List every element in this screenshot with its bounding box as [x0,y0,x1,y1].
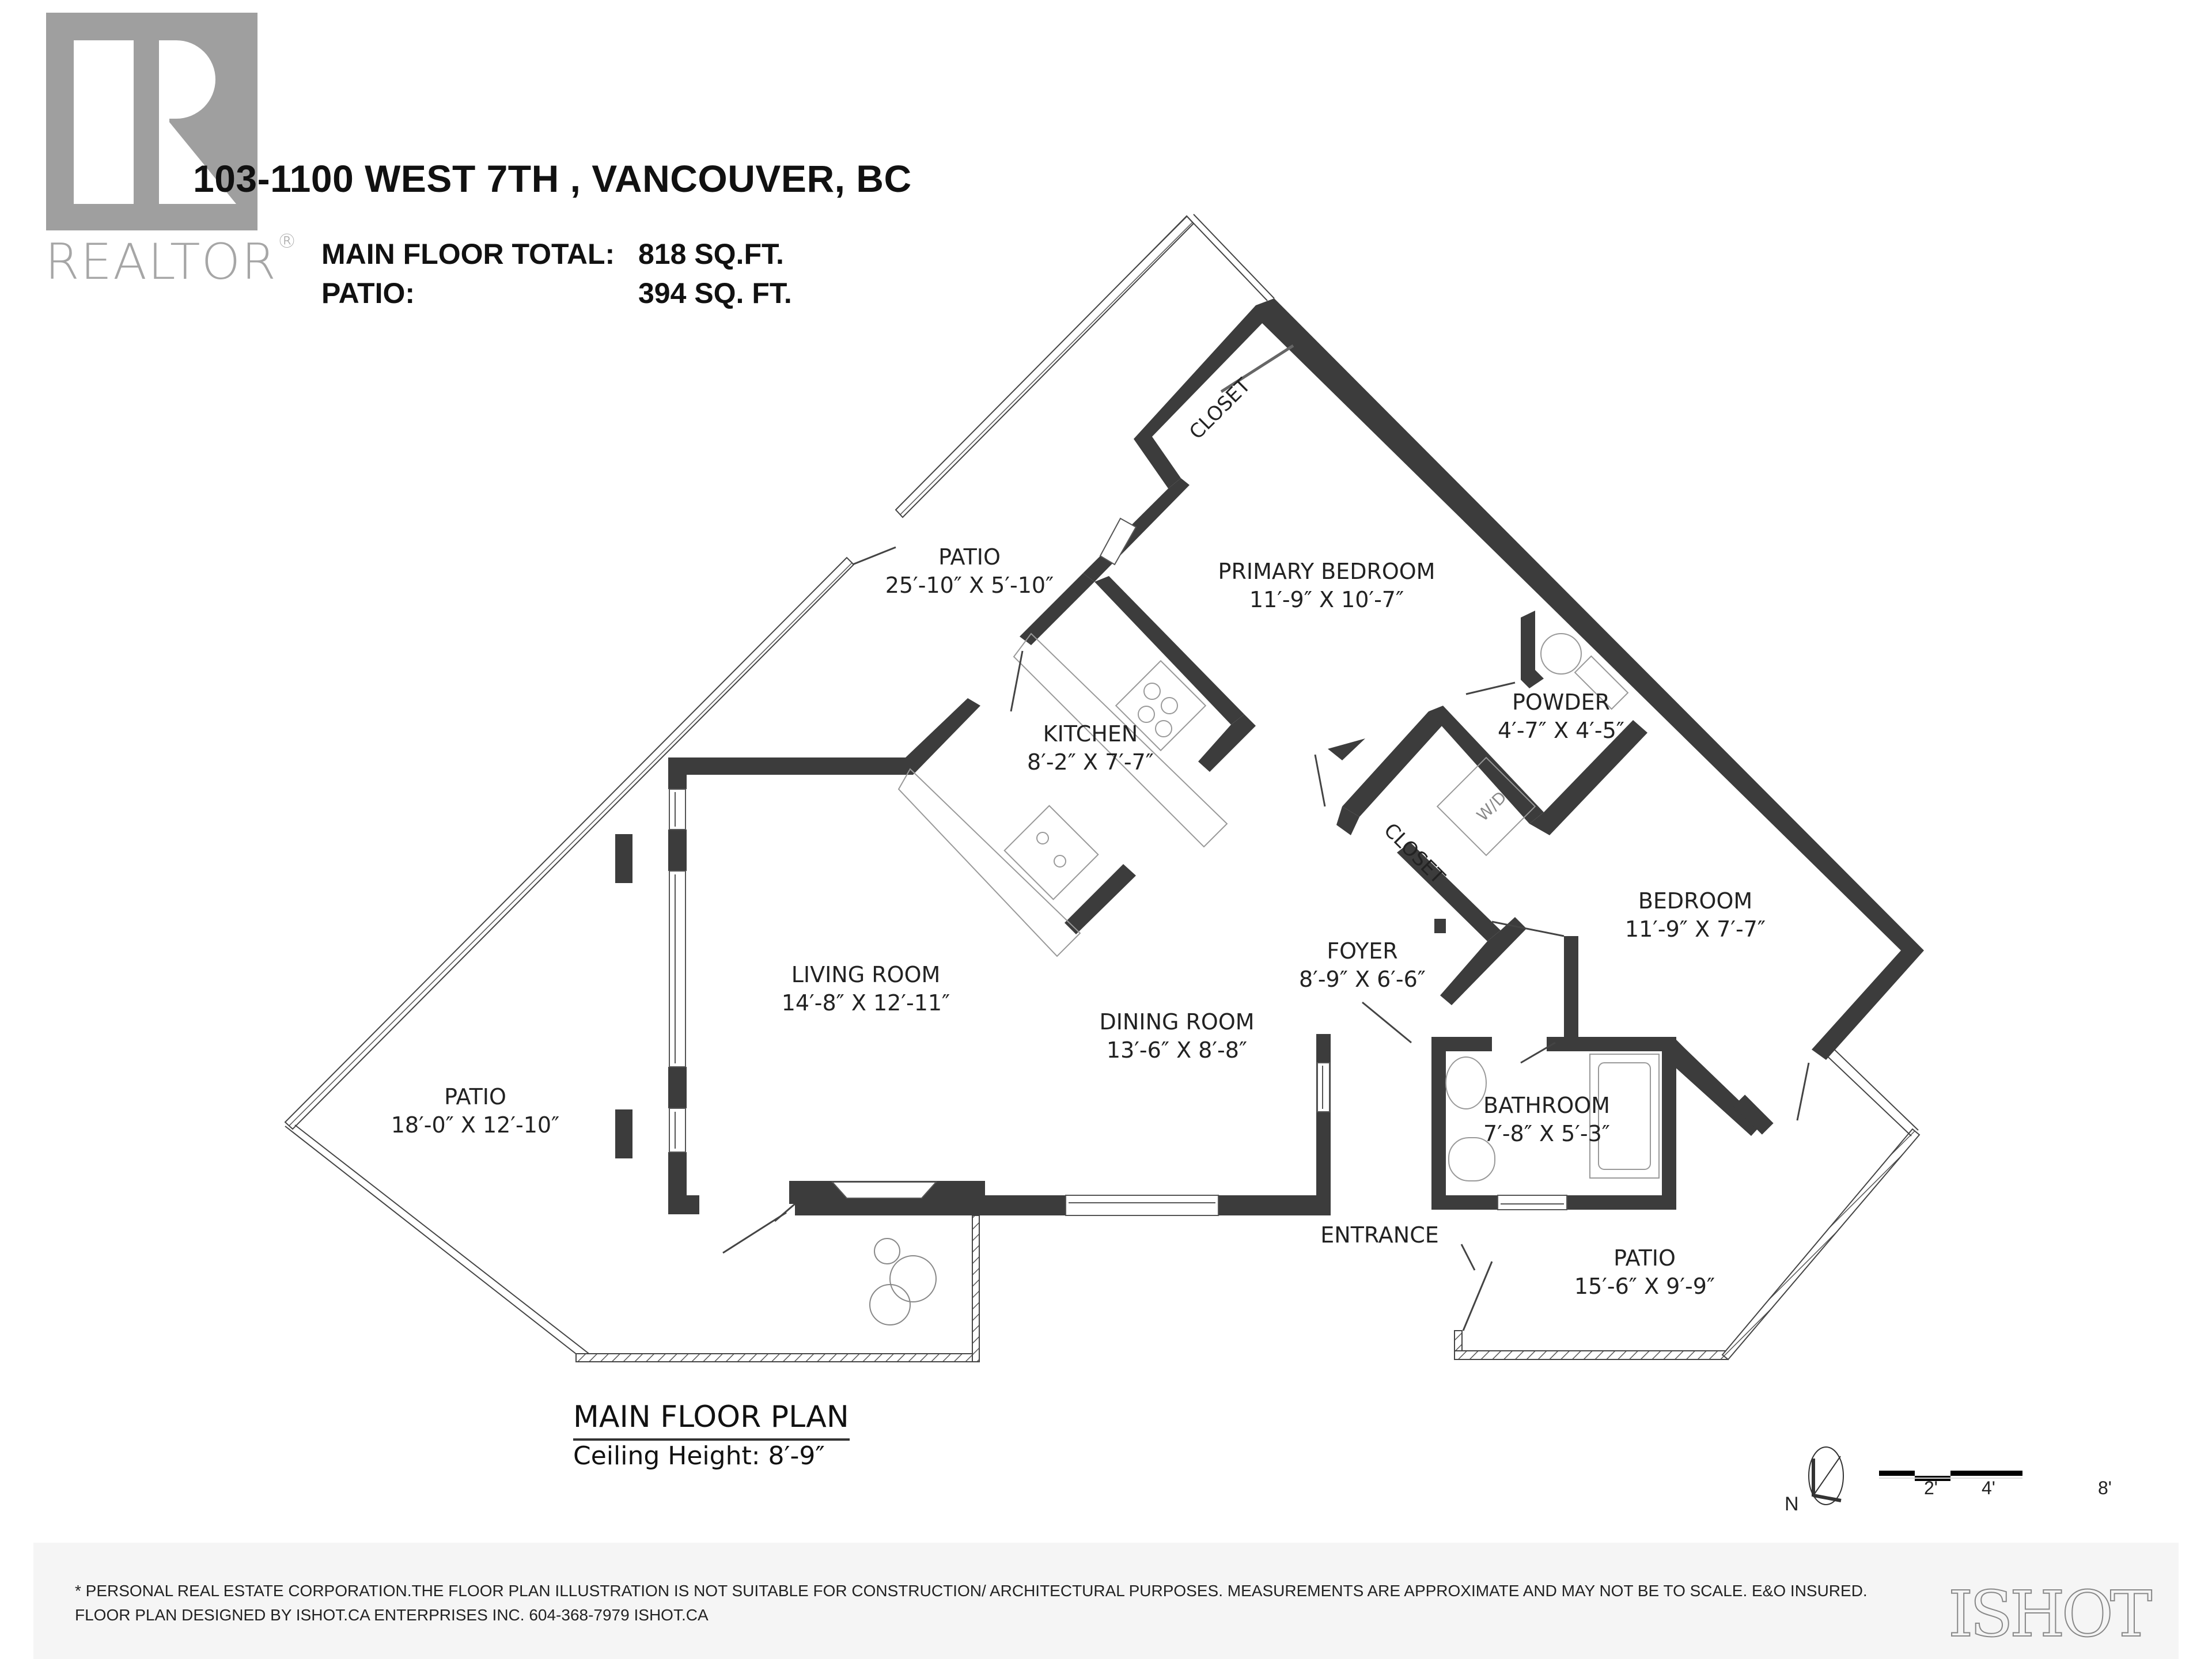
plan-title: MAIN FLOOR PLAN [573,1400,849,1434]
summary-label: PATIO: [321,277,415,309]
room-label-bathroom: BATHROOM 7′-8″ X 5′-3″ [1483,1093,1610,1147]
summary-value: 394 SQ. FT. [638,277,792,309]
fixtures [897,344,1660,1181]
room-label-dining-room: DINING ROOM 13′-6″ X 8′-8″ [1099,1009,1255,1063]
room-label-foyer: FOYER 8′-9″ X 6′-6″ [1299,938,1426,993]
summary-value: 818 SQ.FT. [638,238,784,270]
windows [669,517,1567,1216]
room-label-patio-left: PATIO 18′-0″ X 12′-10″ [391,1084,560,1138]
footer-disclaimer: * PERSONAL REAL ESTATE CORPORATION.THE F… [75,1582,1868,1600]
scale-tick-2ft: 2' [1924,1478,1938,1498]
scale-tick-4ft: 4' [1982,1478,1995,1498]
fireplace [831,1181,938,1199]
room-label-patio-right: PATIO 15′-6″ X 9′-9″ [1574,1245,1715,1300]
room-label-kitchen: KITCHEN 8′-2″ X 7′-7″ [1027,721,1154,775]
realtor-brand-text: REALTOR® [45,230,298,291]
scale-tick-8ft: 8' [2098,1478,2112,1498]
room-label-entrance: ENTRANCE [1320,1222,1439,1248]
plant-icon [869,1238,937,1325]
room-label-patio-top: PATIO 25′-10″ X 5′-10″ [885,544,1054,599]
footer-designer-credit: FLOOR PLAN DESIGNED BY ISHOT.CA ENTERPRI… [75,1606,709,1624]
realtor-logo [46,13,257,230]
patio-railings [284,214,1921,1362]
room-label-powder: POWDER 4′-7″ X 4′-5″ [1498,690,1624,744]
room-label-living-room: LIVING ROOM 14′-8″ X 12′-11″ [781,962,950,1016]
walls [615,298,1924,1215]
footer-band: * PERSONAL REAL ESTATE CORPORATION.THE F… [33,1543,2179,1659]
plan-title-underline [573,1438,850,1441]
registered-mark: ® [276,230,298,253]
north-label: N [1785,1493,1799,1515]
summary-label: MAIN FLOOR TOTAL: [321,238,615,270]
ceiling-height: Ceiling Height: 8′-9″ [573,1441,825,1471]
north-compass-icon [1808,1446,1844,1505]
realtor-logo-stem [74,40,134,204]
ishot-logo: ISHOT [1948,1577,2153,1652]
scale-bar [1879,1471,2022,1481]
doors [722,546,1810,1331]
realtor-logo-r-icon [159,40,236,204]
room-label-bedroom: BEDROOM 11′-9″ X 7′-7″ [1624,888,1766,942]
property-address: 103-1100 WEST 7TH , VANCOUVER, BC [193,157,912,200]
room-label-primary-bedroom: PRIMARY BEDROOM 11′-9″ X 10′-7″ [1218,559,1435,613]
